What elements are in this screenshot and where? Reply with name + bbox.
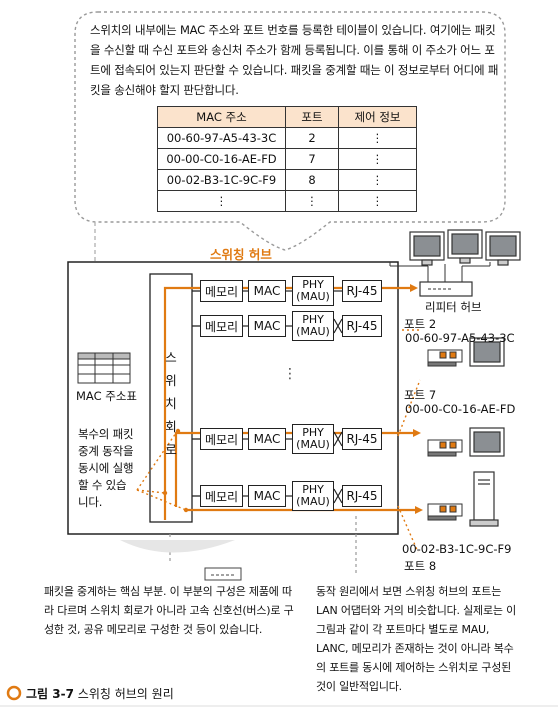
note-line: 니다.: [78, 495, 103, 509]
phy-label: PHY: [302, 483, 324, 496]
note-line: 할 수 있습: [78, 478, 127, 492]
server-icon: [469, 471, 499, 527]
monitor-icon: [469, 337, 505, 367]
port7-label: 포트 7: [404, 388, 437, 402]
table-cell: 8: [285, 169, 339, 191]
switching-hub-title: 스위칭 허브: [210, 247, 272, 262]
mac-block: MAC: [248, 428, 286, 450]
mac-block: MAC: [248, 485, 286, 507]
table-cell: 7: [285, 148, 339, 170]
switch-circuit-char: 위: [165, 373, 177, 388]
arrow-head: [415, 506, 423, 514]
port8-mac: 00-02-B3-1C-9C-F9: [402, 542, 512, 556]
table-cell: 00-00-C0-16-AE-FD: [157, 148, 286, 170]
table-cell: 00-60-97-A5-43-3C: [157, 127, 286, 149]
mau-label: (MAU): [296, 325, 330, 338]
shadow-arc: [120, 540, 235, 553]
port7-mac: 00-00-C0-16-AE-FD: [405, 402, 516, 416]
phy-block: PHY (MAU): [292, 276, 334, 306]
arrow-head: [410, 284, 418, 292]
phy-block: PHY (MAU): [292, 481, 334, 511]
caption-text: 스위칭 허브의 원리: [77, 687, 174, 701]
bottom-left-note: 패킷을 중계하는 핵심 부분. 이 부분의 구성은 제품에 따라 다르며 스위치…: [44, 585, 294, 636]
memory-block: 메모리: [200, 280, 243, 302]
switch-circuit-label: 스 위 치 회 로: [150, 346, 192, 461]
port2-label: 포트 2: [404, 317, 437, 331]
table-cell: ⋮: [285, 190, 339, 212]
small-device-icon: [204, 567, 242, 581]
top-description: 스위치의 내부에는 MAC 주소와 포트 번호를 등록한 테이블이 있습니다. …: [90, 23, 499, 97]
note-line: 동시에 실행: [78, 461, 134, 475]
lan-adapter-icon: [427, 349, 463, 367]
switch-circuit-char: 로: [165, 442, 177, 457]
table-cell: ⋮: [338, 127, 417, 149]
note-line: 복수의 패킷: [78, 427, 134, 441]
rj45-block: RJ-45: [342, 280, 382, 302]
mac-block: MAC: [248, 280, 286, 302]
switch-circuit-char: 회: [165, 419, 177, 434]
monitor-icon: [469, 427, 505, 457]
port2-mac: 00-60-97-A5-43-3C: [405, 331, 515, 345]
table-row: ⋮ ⋮ ⋮: [157, 190, 417, 212]
rj45-block: RJ-45: [342, 428, 382, 450]
parallel-relay-note: 복수의 패킷 중계 동작을 동시에 실행 할 수 있습 니다.: [78, 426, 134, 511]
memory-block: 메모리: [200, 315, 243, 337]
table-cell: ⋮: [338, 190, 417, 212]
rj45-block: RJ-45: [342, 315, 382, 337]
repeater-hub-label: 리피터 허브: [425, 300, 482, 314]
phy-block: PHY (MAU): [292, 424, 334, 454]
mac-table-label: MAC 주소표: [76, 389, 138, 403]
mau-label: (MAU): [296, 290, 330, 303]
table-cell: ⋮: [338, 148, 417, 170]
column-header: MAC 주소: [157, 106, 286, 128]
phy-label: PHY: [302, 278, 324, 291]
monitor-icon: [485, 231, 521, 266]
mac-address-table: MAC 주소 포트 제어 정보 00-60-97-A5-43-3C 2 ⋮ 00…: [157, 106, 417, 212]
phy-label: PHY: [302, 313, 324, 326]
caption-bullet-icon: [6, 685, 22, 701]
ellipsis-dots: ⋮: [283, 366, 297, 382]
monitor-icon: [409, 231, 445, 266]
note-line: 중계 동작을: [78, 444, 134, 458]
dot: [183, 507, 189, 513]
bottom-right-note: 동작 원리에서 보면 스위칭 허브의 포트는 LAN 어댑터와 거의 비슷합니다…: [316, 585, 517, 693]
figure-caption: 그림 3-7 스위칭 허브의 원리: [26, 685, 174, 702]
memory-block: 메모리: [200, 485, 243, 507]
lan-adapter-icon: [427, 503, 463, 521]
table-row: 00-02-B3-1C-9C-F9 8 ⋮: [157, 169, 417, 191]
mau-label: (MAU): [296, 495, 330, 508]
caption-label: 그림 3-7: [26, 687, 74, 701]
phy-block: PHY (MAU): [292, 311, 334, 341]
port8-label: 포트 8: [404, 559, 437, 573]
switch-circuit-box: [149, 273, 193, 523]
mac-table-icon: [77, 352, 131, 384]
table-cell: ⋮: [157, 190, 286, 212]
mau-label: (MAU): [296, 438, 330, 451]
memory-block: 메모리: [200, 428, 243, 450]
table-row: 00-00-C0-16-AE-FD 7 ⋮: [157, 148, 417, 170]
switch-circuit-char: 치: [165, 396, 177, 411]
dot: [175, 428, 181, 434]
monitor-icon: [447, 229, 483, 264]
table-header-row: MAC 주소 포트 제어 정보: [157, 106, 417, 128]
switch-circuit-char: 스: [165, 350, 177, 365]
arrow-head: [413, 429, 421, 437]
table-cell: 2: [285, 127, 339, 149]
column-header: 제어 정보: [338, 106, 417, 128]
callout-bubble: [74, 11, 506, 251]
table-row: 00-60-97-A5-43-3C 2 ⋮: [157, 127, 417, 149]
mac-block: MAC: [248, 315, 286, 337]
table-cell: ⋮: [338, 169, 417, 191]
column-header: 포트: [285, 106, 339, 128]
dot: [162, 490, 168, 496]
phy-label: PHY: [302, 426, 324, 439]
lan-adapter-icon: [427, 439, 463, 457]
rj45-block: RJ-45: [342, 485, 382, 507]
table-cell: 00-02-B3-1C-9C-F9: [157, 169, 286, 191]
